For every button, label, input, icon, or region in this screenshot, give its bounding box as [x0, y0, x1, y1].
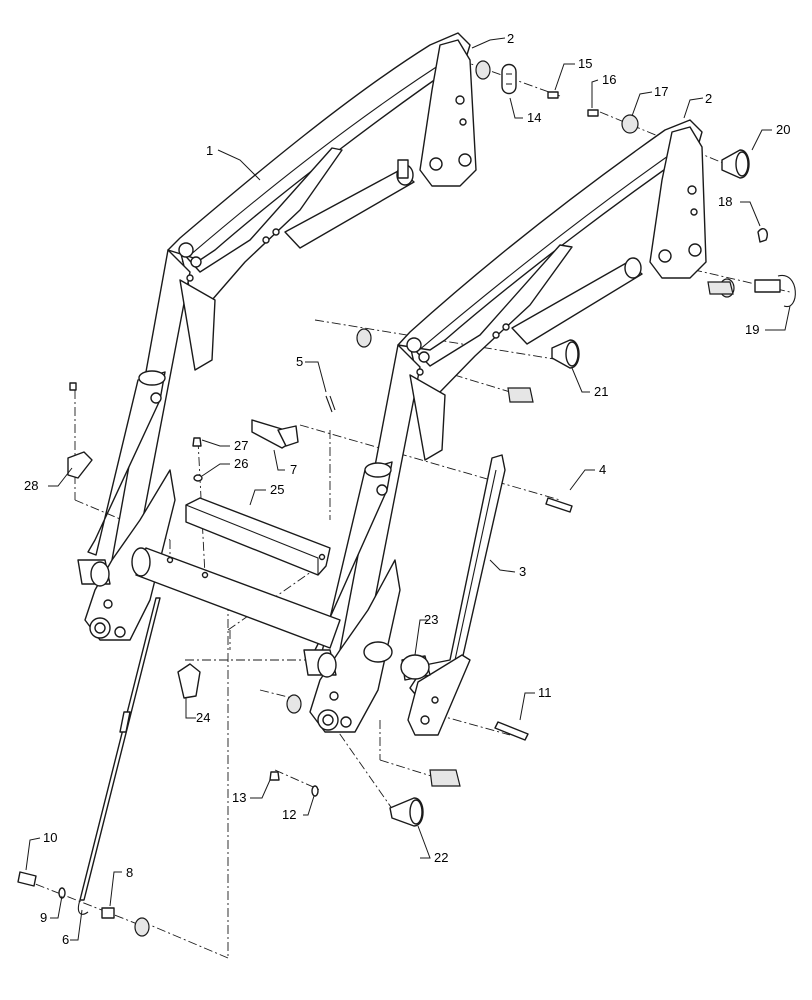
callout-9: 9 [40, 910, 47, 925]
right-loader-arm [303, 119, 707, 733]
callout-19: 19 [745, 322, 759, 337]
small-parts [17, 60, 796, 937]
callout-27: 27 [234, 438, 248, 453]
callout-23: 23 [424, 612, 438, 627]
callout-3: 3 [519, 564, 526, 579]
callout-24: 24 [196, 710, 210, 725]
callout-8: 8 [126, 865, 133, 880]
callout-leaders [25, 37, 791, 941]
callout-6: 6 [62, 932, 69, 947]
callout-15: 15 [578, 56, 592, 71]
callout-1: 1 [206, 143, 213, 158]
callout-20: 20 [776, 122, 790, 137]
part-6-rod [77, 597, 161, 915]
part-3-link [407, 454, 506, 736]
callout-25: 25 [270, 482, 284, 497]
callout-13: 13 [232, 790, 246, 805]
callout-18: 18 [718, 194, 732, 209]
callout-7: 7 [290, 462, 297, 477]
callout-12: 12 [282, 807, 296, 822]
callout-28: 28 [24, 478, 38, 493]
callout-17: 17 [654, 84, 668, 99]
callout-22: 22 [434, 850, 448, 865]
callout-labels: 1 2 2 3 4 5 6 7 8 9 10 11 12 13 14 15 16… [24, 31, 790, 947]
callout-11: 11 [538, 685, 552, 700]
cross-tube [131, 547, 341, 649]
callout-2-left: 2 [507, 31, 514, 46]
callout-26: 26 [234, 456, 248, 471]
callout-16: 16 [602, 72, 616, 87]
callout-4: 4 [599, 462, 606, 477]
callout-10: 10 [43, 830, 57, 845]
callout-14: 14 [527, 110, 541, 125]
callout-5: 5 [296, 354, 303, 369]
callout-2-right: 2 [705, 91, 712, 106]
callout-21: 21 [594, 384, 608, 399]
part-25-bracket [185, 497, 331, 576]
left-loader-arm [77, 32, 477, 641]
